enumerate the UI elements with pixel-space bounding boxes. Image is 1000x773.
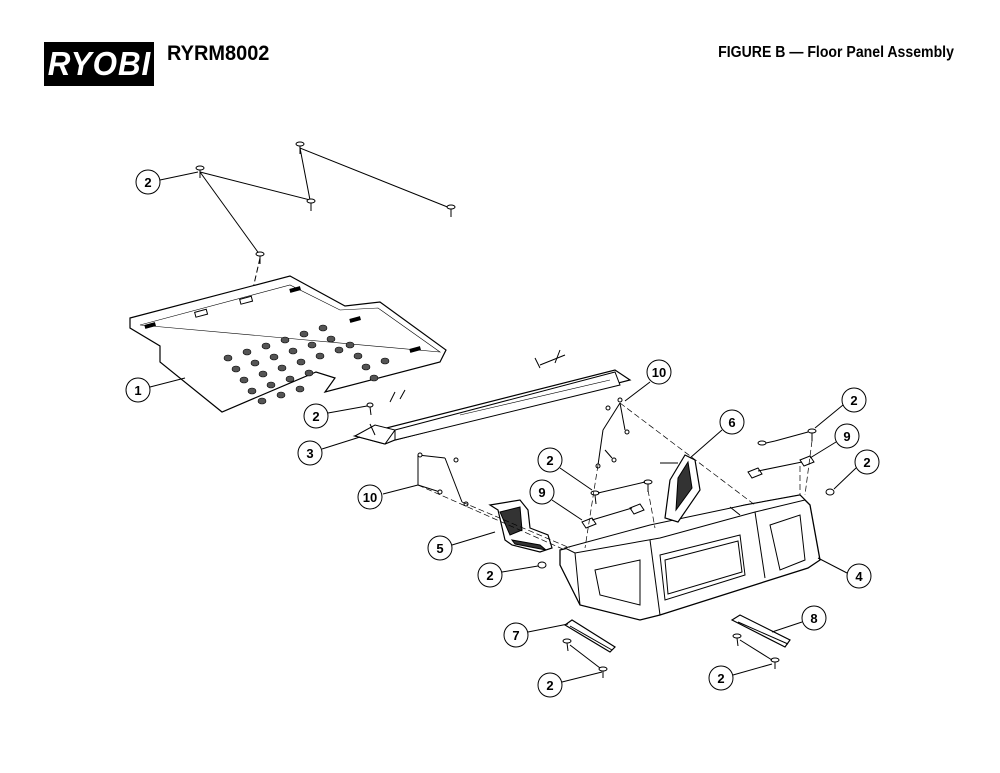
front-grille-frame xyxy=(559,494,821,621)
callout-circle xyxy=(846,563,872,589)
figure-title: FIGURE B — Floor Panel Assembly xyxy=(718,44,954,61)
callout-label: 2 xyxy=(717,671,724,686)
callout-circle xyxy=(841,387,867,413)
callout-label: 2 xyxy=(546,678,553,693)
callout-label: 10 xyxy=(363,490,377,505)
model-number: RYRM8002 xyxy=(167,42,270,65)
callout-circle xyxy=(708,665,734,691)
callout-label: 9 xyxy=(538,485,545,500)
callout-label: 2 xyxy=(850,393,857,408)
callout-circle xyxy=(801,605,827,631)
callout-label: 8 xyxy=(810,611,817,626)
callout-circle xyxy=(135,169,161,195)
callout-label: 2 xyxy=(486,568,493,583)
ryobi-logo: RYOBI xyxy=(44,42,154,86)
screw xyxy=(446,204,456,217)
screw-leader-line xyxy=(199,171,261,256)
callout-label: 2 xyxy=(144,175,151,190)
callout-label: 9 xyxy=(843,429,850,444)
screw xyxy=(306,198,316,211)
callout-label: 4 xyxy=(855,569,863,584)
long-bracket xyxy=(352,349,632,445)
callout-label: 6 xyxy=(728,415,735,430)
screw-leader-lines xyxy=(199,147,451,209)
screw xyxy=(255,251,265,264)
floor-panel-holes xyxy=(223,324,390,405)
callout-label: 7 xyxy=(512,628,519,643)
bottom-bracket-left xyxy=(563,619,616,653)
callout-label: 2 xyxy=(312,409,319,424)
callout-circle xyxy=(646,359,672,385)
callout-label: 1 xyxy=(134,383,141,398)
callout-circle xyxy=(854,449,880,475)
callout-circle xyxy=(477,562,503,588)
dashed-assembly-lines xyxy=(417,402,813,551)
right-inner-bracket xyxy=(660,454,701,523)
floor-panel xyxy=(129,275,447,413)
callout-circle xyxy=(303,403,329,429)
callout-circle xyxy=(357,484,383,510)
callout-label: 2 xyxy=(546,453,553,468)
callout-circle xyxy=(427,535,453,561)
callout-label: 5 xyxy=(436,541,443,556)
left-inner-bracket xyxy=(488,499,553,553)
page-header: RYOBI RYRM8002 FIGURE B — Floor Panel As… xyxy=(0,0,1000,100)
callout-circle xyxy=(537,447,563,473)
callout-label: 2 xyxy=(863,455,870,470)
callout-circle xyxy=(125,377,151,403)
callout-circle xyxy=(503,622,529,648)
callout-circle xyxy=(297,440,323,466)
screw xyxy=(195,165,205,178)
brand-name: RYOBI xyxy=(47,45,151,82)
bottom-bracket-right xyxy=(730,614,791,648)
callout-circle xyxy=(719,409,745,435)
callout-label: 10 xyxy=(652,365,666,380)
callout-circle xyxy=(834,423,860,449)
callout-label: 3 xyxy=(306,446,313,461)
screw xyxy=(295,141,305,154)
callouts: 2 1 2 3 10 6 2 9 2 9 xyxy=(125,169,880,698)
callout-circle xyxy=(529,479,555,505)
callout-circle xyxy=(537,672,563,698)
